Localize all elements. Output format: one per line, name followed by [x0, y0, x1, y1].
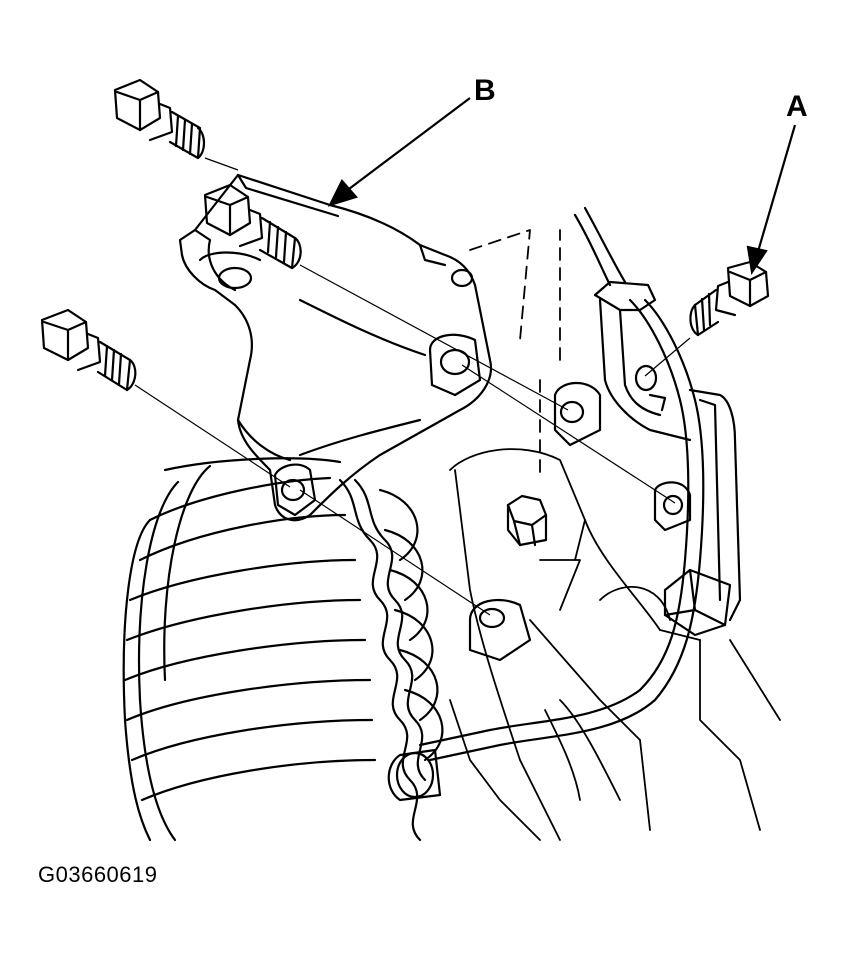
block-mounting-boss	[468, 598, 532, 662]
bolt-left	[40, 308, 137, 392]
callout-arrow-a	[755, 124, 797, 256]
intake-hose	[122, 457, 444, 842]
callout-arrow-b	[344, 97, 471, 193]
callout-label-a: A	[786, 90, 808, 123]
figure-code: G03660619	[38, 862, 158, 887]
callout-arrowhead-a	[746, 245, 768, 275]
bolt-upper-left	[113, 78, 206, 160]
callout-label-b: B	[474, 74, 496, 107]
sensor-harness	[387, 206, 742, 802]
alignment-lines	[134, 157, 691, 616]
block-mounting-holes	[553, 381, 692, 532]
block-hex-nut	[506, 494, 548, 547]
callout-arrows	[327, 97, 797, 275]
engine-block	[449, 229, 781, 841]
bolt-center	[203, 183, 302, 270]
bolt-a	[689, 260, 770, 337]
bracket-b	[178, 173, 493, 522]
callout-arrowhead-b	[327, 179, 358, 207]
